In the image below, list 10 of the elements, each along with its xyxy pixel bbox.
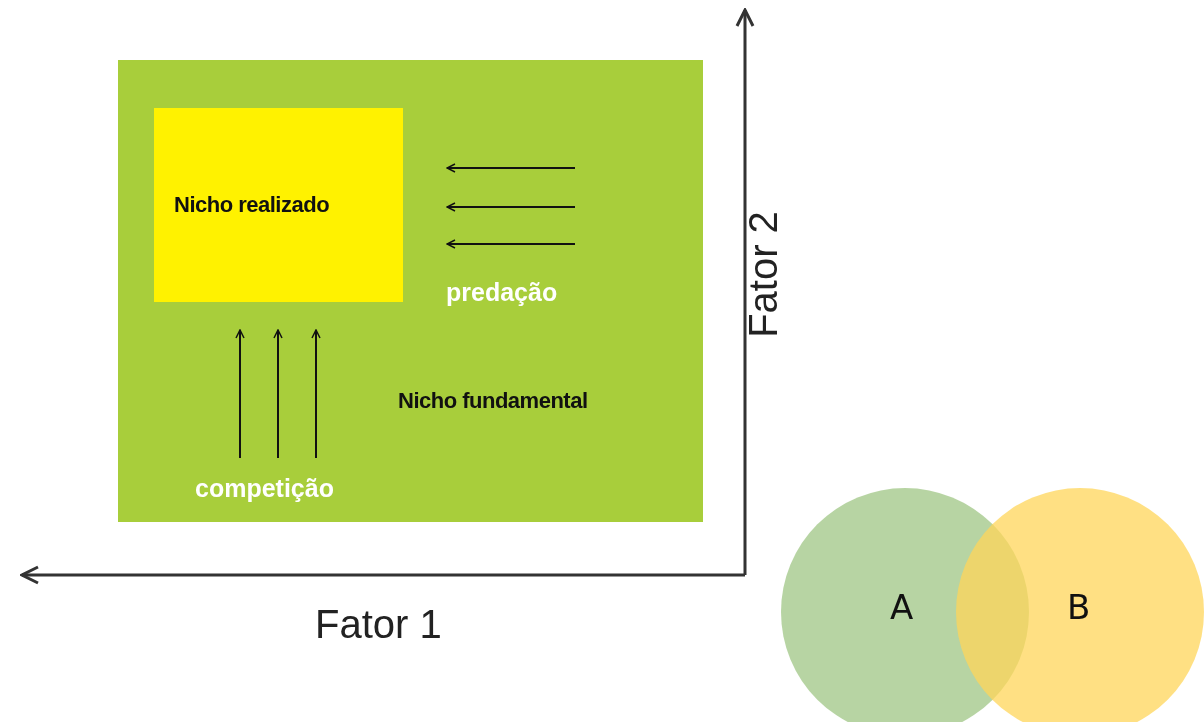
circle-label: A <box>890 587 914 627</box>
niche-label: Nicho realizado <box>174 192 330 218</box>
niche-label: Nicho fundamental <box>398 388 588 414</box>
circle-label: B <box>1067 587 1091 627</box>
axis-label: Fator 2 <box>740 211 786 338</box>
axis-label: Fator 1 <box>315 602 442 647</box>
pressure-label: competição <box>195 474 334 503</box>
realized-niche-box <box>154 108 403 302</box>
pressure-label: predação <box>446 278 558 307</box>
fundamental-niche-box <box>118 60 703 522</box>
